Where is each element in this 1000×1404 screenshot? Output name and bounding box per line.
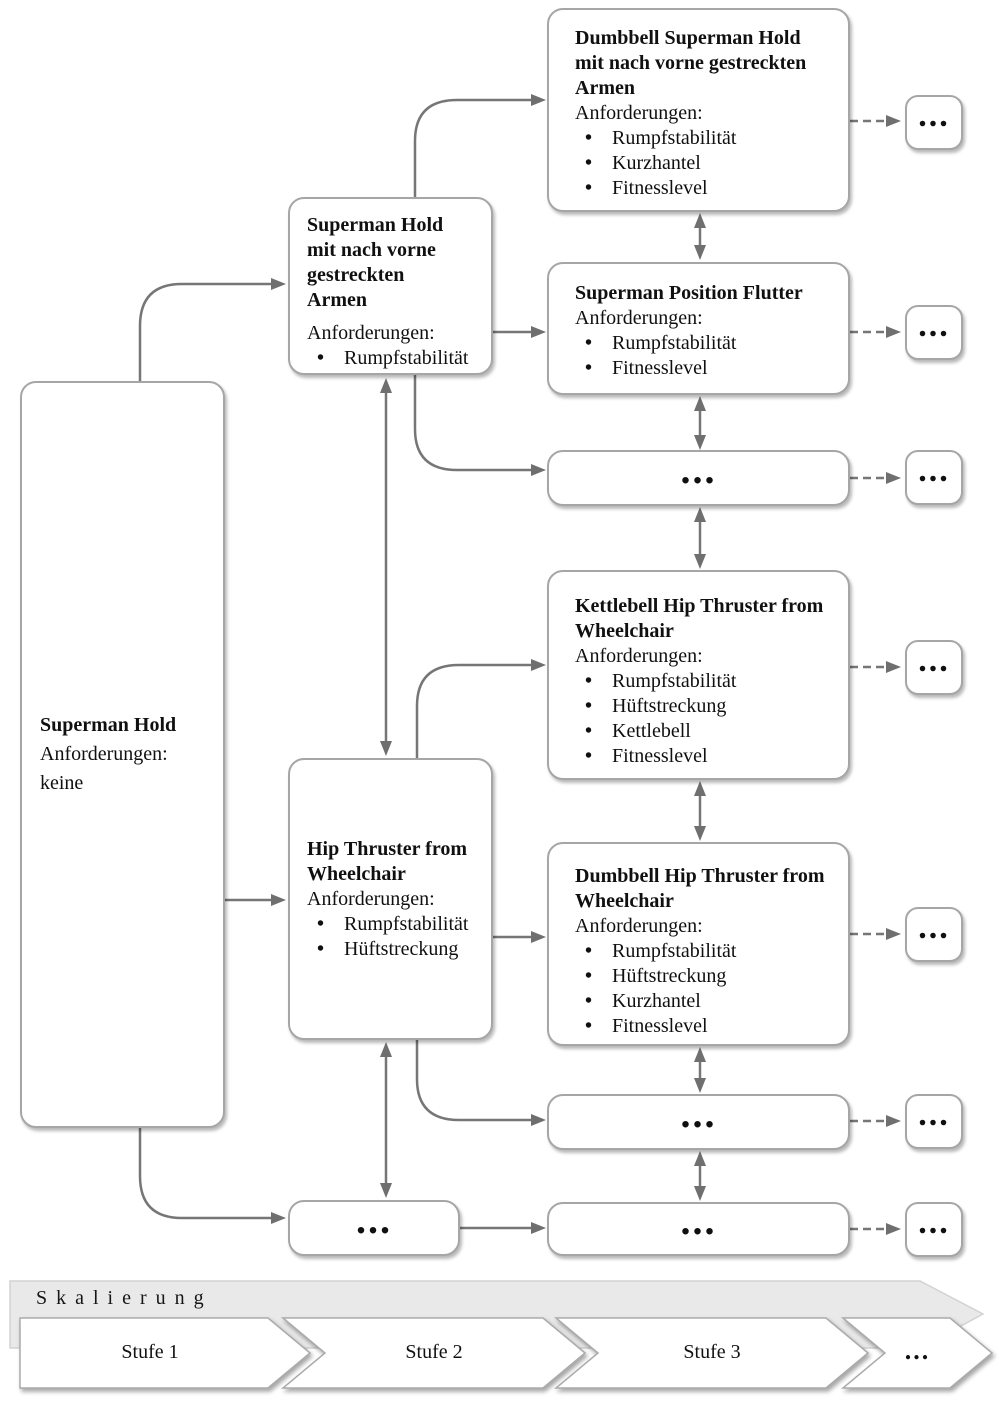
- requirement-item: Kurzhantel: [575, 989, 830, 1014]
- arrow-root-to-level2-bottom: [138, 1128, 286, 1224]
- node-level2-more: ...: [288, 1200, 460, 1256]
- ellipsis-label: ...: [918, 908, 950, 946]
- node-title: Hip Thruster from Wheelchair: [307, 837, 468, 885]
- stage-label-more: ...: [904, 1336, 931, 1365]
- requirements-none: keine: [40, 772, 84, 794]
- node-more-row5: ...: [905, 907, 963, 962]
- node-level3-more-1: ...: [547, 450, 850, 506]
- requirement-item: Rumpfstabilität: [307, 346, 481, 371]
- requirement-item: Rumpfstabilität: [575, 126, 830, 151]
- ellipsis-label: ...: [918, 1095, 950, 1133]
- node-level3-more-3: ...: [547, 1201, 850, 1256]
- requirements-label: Anforderungen:: [575, 102, 703, 124]
- node-more-row3: ...: [905, 450, 963, 505]
- ellipsis-label: ...: [918, 641, 950, 679]
- node-title: Kettlebell Hip Thruster from Wheelchair: [575, 595, 824, 642]
- node-superman-position-flutter: Superman Position Flutter Anforderungen:…: [547, 262, 850, 395]
- requirements-label: Anforderungen:: [575, 915, 703, 937]
- arrow-root-to-level2-top: [138, 278, 286, 381]
- chevron-stufe-1: [19, 1317, 312, 1389]
- node-title: Superman Hold mit nach vorne gestreckten…: [307, 214, 444, 311]
- stage-label-1: Stufe 1: [121, 1341, 179, 1363]
- ellipsis-label: ...: [918, 451, 950, 489]
- node-more-row4: ...: [905, 640, 963, 695]
- requirement-item: Fitnesslevel: [575, 744, 830, 769]
- requirements-label: Anforderungen:: [307, 322, 435, 344]
- requirement-item: Rumpfstabilität: [575, 669, 830, 694]
- node-title: Dumbbell Hip Thruster from Wheelchair: [575, 865, 825, 912]
- node-title: Superman Position Flutter: [575, 282, 803, 304]
- requirement-item: Kurzhantel: [575, 151, 830, 176]
- node-more-row1: ...: [905, 95, 963, 150]
- node-level3-more-2: ...: [547, 1094, 850, 1150]
- node-more-row2: ...: [905, 305, 963, 360]
- ellipsis-label: ...: [918, 96, 950, 134]
- requirement-item: Rumpfstabilität: [307, 912, 481, 937]
- requirement-item: Hüftstreckung: [307, 937, 481, 962]
- arrow-l2a-to-l3-row3: [413, 375, 546, 476]
- stage-label-2: Stufe 2: [405, 1341, 463, 1363]
- arrow-l2a-to-l3-row1: [413, 94, 546, 197]
- requirement-item: Fitnesslevel: [575, 176, 830, 201]
- node-title: Dumbbell Superman Hold mit nach vorne ge…: [575, 27, 807, 99]
- node-dumbbell-hip-thruster: Dumbbell Hip Thruster from Wheelchair An…: [547, 842, 850, 1046]
- chevron-stufe-2: [280, 1317, 587, 1389]
- node-hip-thruster-wheelchair: Hip Thruster from Wheelchair Anforderung…: [288, 758, 493, 1040]
- requirements-label: Anforderungen:: [575, 645, 703, 667]
- requirements-label: Anforderungen:: [40, 743, 168, 765]
- requirements-label: Anforderungen:: [575, 307, 703, 329]
- node-more-row7: ...: [905, 1202, 963, 1257]
- node-superman-hold-arms-extended: Superman Hold mit nach vorne gestreckten…: [288, 197, 493, 375]
- arrow-l2b-to-l3-row6: [415, 1040, 546, 1126]
- ellipsis-label: ...: [918, 306, 950, 344]
- requirement-item: Hüftstreckung: [575, 964, 830, 989]
- node-superman-hold: Superman Hold Anforderungen: keine: [20, 381, 225, 1128]
- node-kettlebell-hip-thruster: Kettlebell Hip Thruster from Wheelchair …: [547, 570, 850, 780]
- ellipsis-label: ...: [918, 1203, 950, 1241]
- stage-label-3: Stufe 3: [683, 1341, 741, 1363]
- node-more-row6: ...: [905, 1094, 963, 1149]
- node-title: Superman Hold: [40, 714, 177, 736]
- requirement-item: Hüftstreckung: [575, 694, 830, 719]
- scaling-title: Skalierung: [36, 1287, 213, 1309]
- arrow-l2b-to-l3-row4: [415, 659, 546, 758]
- requirement-item: Rumpfstabilität: [575, 939, 830, 964]
- requirements-label: Anforderungen:: [307, 887, 435, 910]
- node-dumbbell-superman-hold: Dumbbell Superman Hold mit nach vorne ge…: [547, 8, 850, 212]
- requirement-item: Fitnesslevel: [575, 1014, 830, 1039]
- chevron-more: [840, 1317, 994, 1389]
- requirement-item: Kettlebell: [575, 719, 830, 744]
- requirement-item: Rumpfstabilität: [575, 331, 830, 356]
- requirement-item: Fitnesslevel: [575, 356, 830, 381]
- chevron-stufe-3: [553, 1317, 870, 1389]
